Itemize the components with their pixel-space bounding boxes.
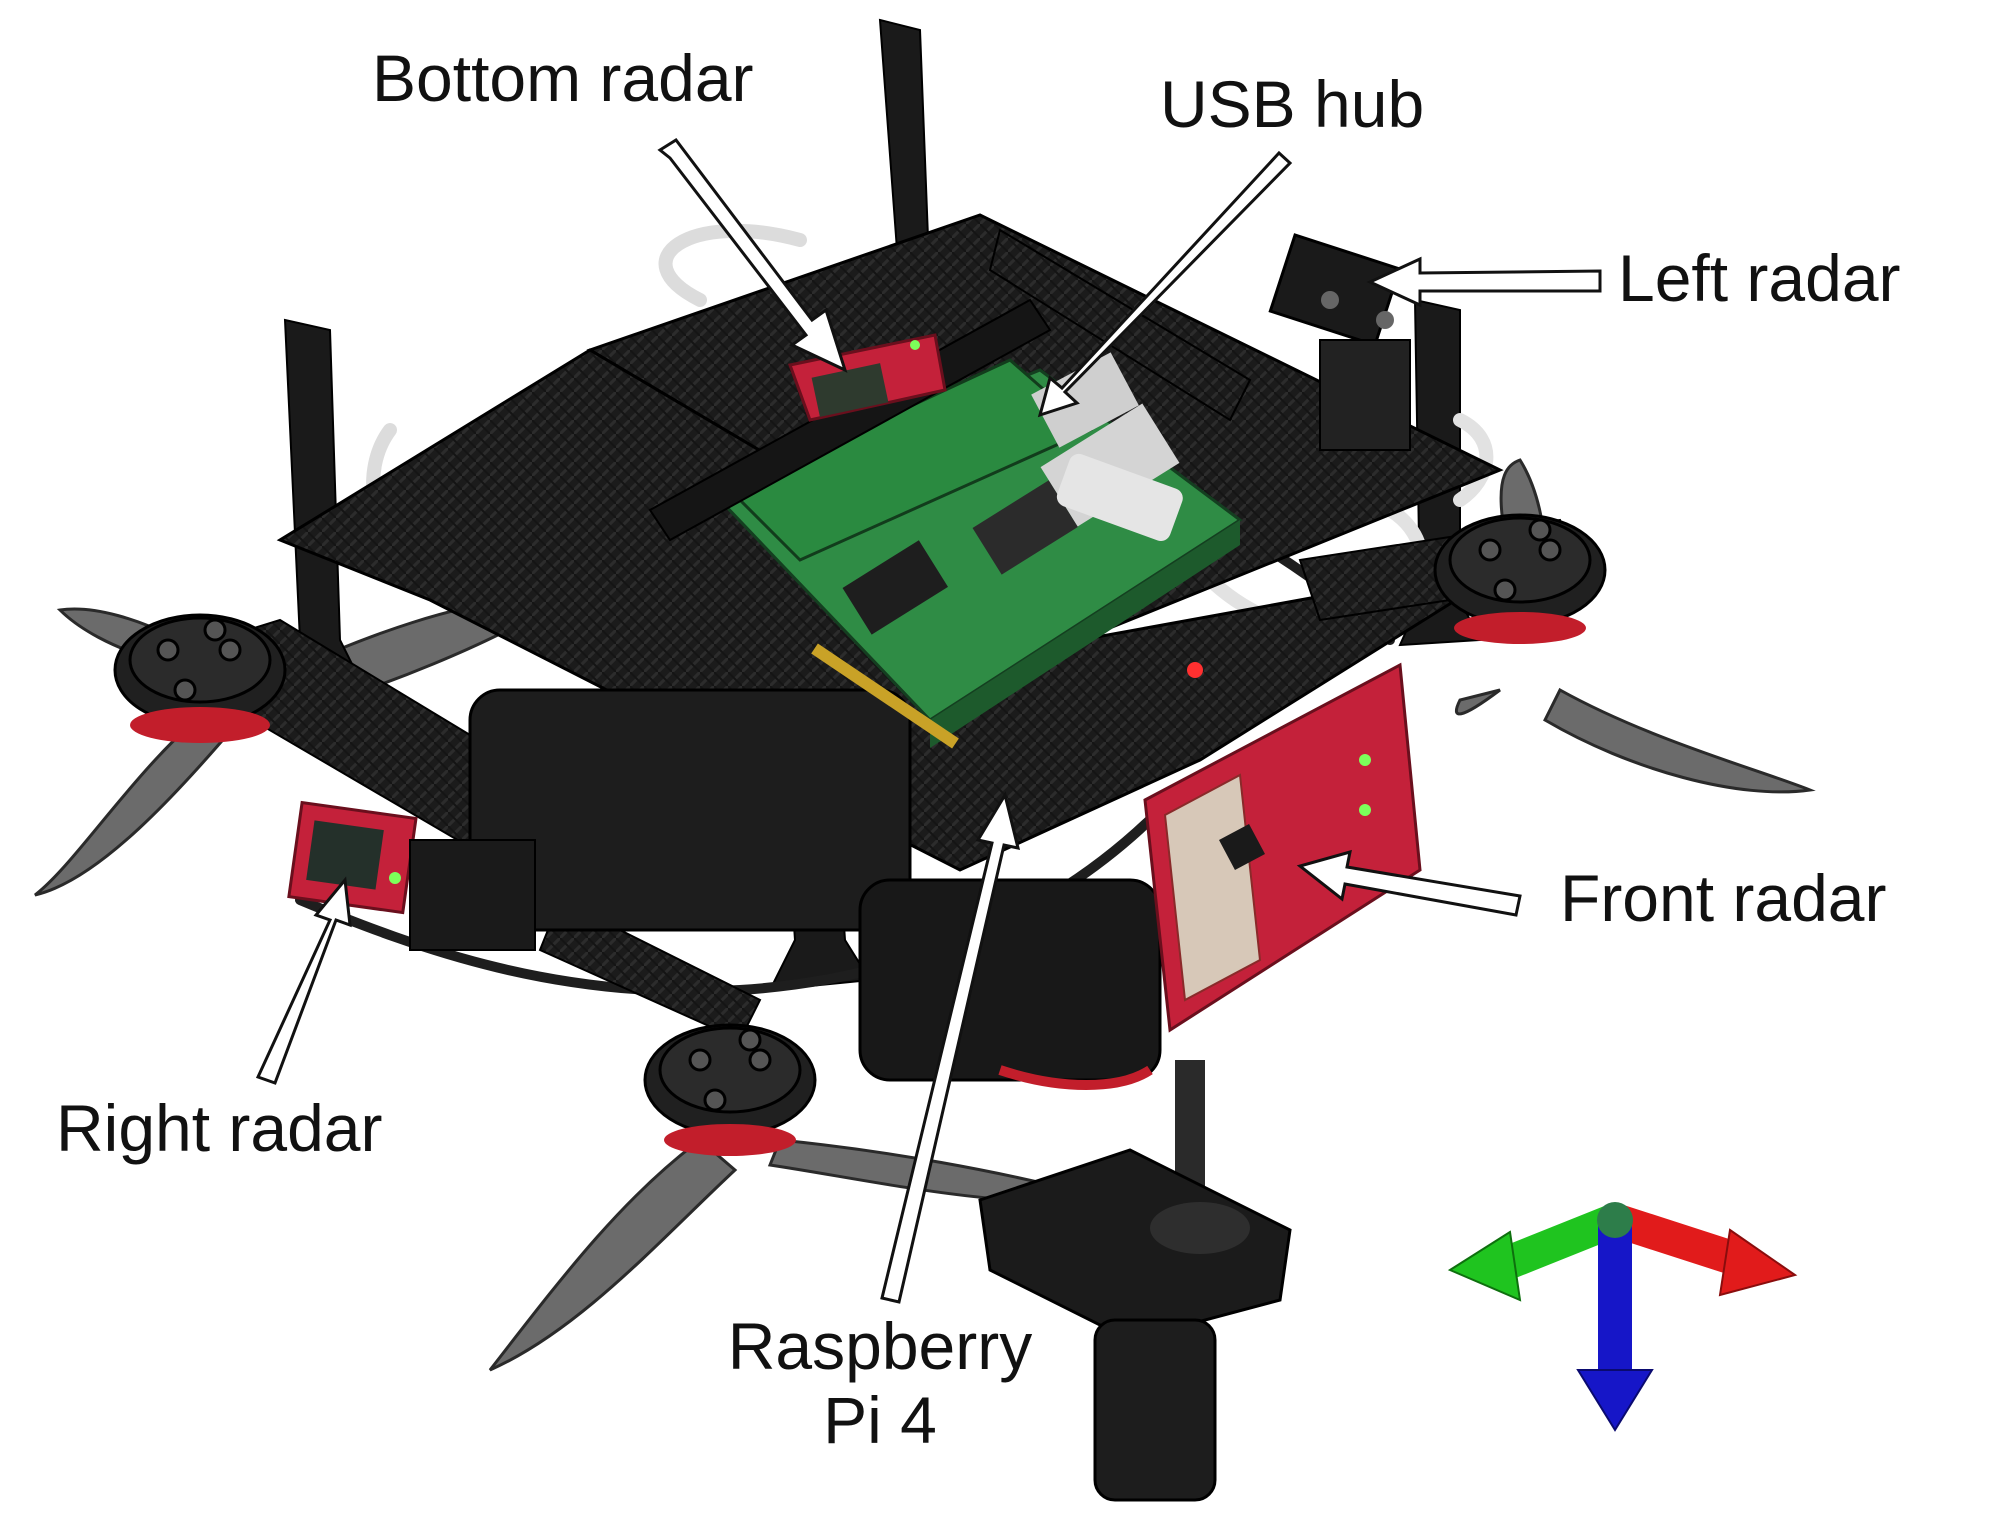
label-usb-hub: USB hub xyxy=(1160,67,1425,141)
label-right-radar: Right radar xyxy=(56,1091,383,1165)
axes-triad xyxy=(1447,1202,1798,1432)
arrow-usb-hub xyxy=(1037,150,1293,418)
callout-arrows xyxy=(255,138,1602,1304)
front-radar-module xyxy=(1143,662,1422,1033)
arrow-raspberry-pi xyxy=(880,791,1021,1304)
right-radar-module xyxy=(287,800,536,951)
bottom-radar-module xyxy=(787,333,947,422)
label-front-radar: Front radar xyxy=(1560,861,1887,935)
battery-pack xyxy=(468,688,1162,1090)
arrow-front-radar xyxy=(1296,849,1522,917)
label-bottom-radar: Bottom radar xyxy=(372,41,754,115)
label-raspberry-pi: Raspberry Pi 4 xyxy=(680,1309,1080,1458)
motors xyxy=(113,513,1607,1156)
label-raspberry-pi-line1: Raspberry xyxy=(727,1309,1033,1383)
left-radar-module xyxy=(1268,233,1411,451)
arrow-left-radar xyxy=(1366,256,1602,308)
arrow-right-radar xyxy=(255,876,352,1085)
label-left-radar: Left radar xyxy=(1618,241,1901,315)
label-raspberry-pi-line2: Pi 4 xyxy=(823,1382,937,1457)
camera-mount xyxy=(978,1060,1292,1502)
arrow-bottom-radar xyxy=(657,138,848,373)
